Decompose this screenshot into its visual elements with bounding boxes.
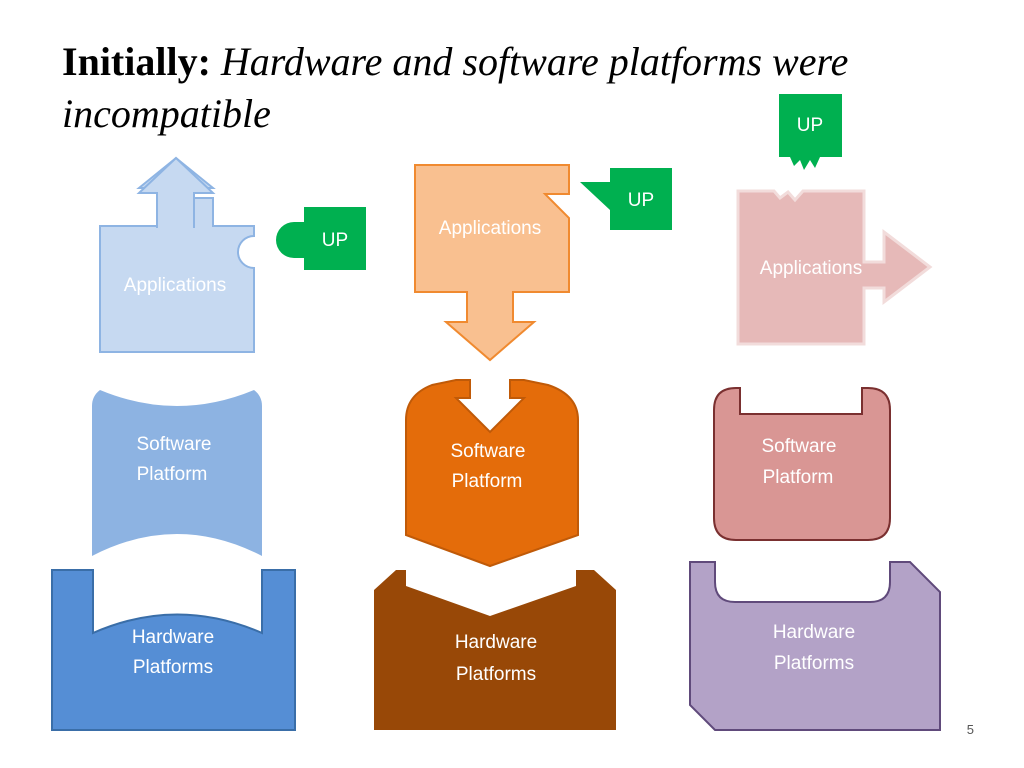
col3-software-label-2: Platform <box>763 467 834 488</box>
col3-hardware-label-2: Platforms <box>774 653 854 674</box>
col2-software-platform <box>405 379 579 568</box>
col1-hardware-label-2: Platforms <box>133 657 213 678</box>
col2-applications-piece <box>414 164 570 362</box>
col1-hardware-label-1: Hardware <box>132 627 214 648</box>
col1-software-label-1: Software <box>137 434 212 455</box>
slide-number: 5 <box>966 722 974 737</box>
col1-up-label: UP <box>322 230 348 251</box>
col2-up-label: UP <box>628 190 654 211</box>
col1-up-arrow <box>136 156 216 228</box>
col2-hardware-label-2: Platforms <box>456 664 536 685</box>
col3-hardware-platform <box>689 561 941 731</box>
title-italic: Hardware and software platforms were inc… <box>62 39 849 136</box>
col3-up-connector: UP <box>779 94 842 170</box>
col3-applications-label: Applications <box>760 258 862 279</box>
title-bold: Initially: <box>62 39 211 84</box>
col1-applications-label: Applications <box>124 275 226 296</box>
col1-software-platform <box>92 390 262 556</box>
column-2: Applications UP Software Platform Hardwa… <box>374 164 672 730</box>
col1-software-label-2: Platform <box>137 464 208 485</box>
col3-hardware-label-1: Hardware <box>773 622 855 643</box>
col2-software-label-2: Platform <box>452 471 523 492</box>
col3-software-platform <box>713 387 891 541</box>
col3-up-label: UP <box>797 115 823 136</box>
slide-title: Initially: Hardware and software platfor… <box>62 36 992 140</box>
column-3: Applications UP Software Platform Hardwa… <box>689 94 941 731</box>
col1-hardware-platform <box>51 569 296 731</box>
col2-applications-label: Applications <box>439 218 541 239</box>
column-1: Applications UP Software Platform Hardwa… <box>51 156 366 731</box>
col2-hardware-platform <box>374 570 616 730</box>
col2-software-label-1: Software <box>451 441 526 462</box>
col3-software-label-1: Software <box>762 436 837 457</box>
col1-up-connector: UP <box>276 207 366 270</box>
col3-applications-piece <box>736 189 933 346</box>
col2-up-connector: UP <box>580 168 672 230</box>
col2-hardware-label-1: Hardware <box>455 632 537 653</box>
